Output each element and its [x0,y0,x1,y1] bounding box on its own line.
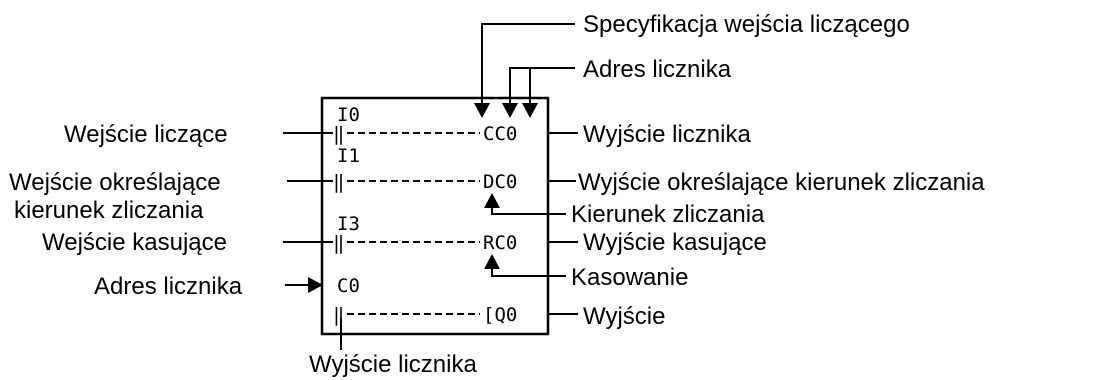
leader-counter-address-a [509,67,575,103]
leader-reset [491,268,566,277]
label-direction-input-line2: kierunek zliczania [14,197,204,224]
row2-contact-symbol: ‖ [333,171,344,193]
label-counting-input: Wejście liczące [64,121,228,148]
leader-count-input-spec [481,23,575,103]
ladder-display-frame [320,96,550,336]
arrowhead-reset [484,254,500,269]
arrowhead-counter-address-b [522,103,538,118]
row3-input-address: I3 [337,213,360,235]
label-counter-address-left: Adres licznika [94,273,243,300]
row4-output-coil: [Q0 [483,304,517,326]
row1-input-address: I0 [337,104,360,126]
row2-coil: DC0 [483,171,517,193]
row1-contact-symbol: ‖ [333,123,344,145]
row3-coil: RC0 [483,232,517,254]
label-counter-output: Wyjście licznika [583,121,751,148]
arrowhead-counting-direction [484,193,500,208]
row2-input-address: I1 [337,145,360,167]
label-counting-direction: Kierunek zliczania [571,201,765,228]
label-direction-input-line1: Wejście określające [9,169,221,196]
row3-contact-symbol: ‖ [333,232,344,254]
label-counter-output-bottom: Wyjście licznika [309,351,477,378]
label-count-input-spec: Specyfikacja wejścia liczącego [583,11,910,38]
label-reset: Kasowanie [571,264,688,291]
label-reset-output: Wyjście kasujące [583,229,767,256]
arrowhead-count-input-spec [474,103,490,118]
arrowhead-counter-address-a [502,103,518,118]
label-output: Wyjście [583,303,665,330]
row4-contact-symbol: ‖ [333,304,344,326]
row4-counter-contact: C0 [337,275,360,297]
row1-coil: CC0 [483,123,517,145]
label-counter-address-top: Adres licznika [583,56,732,83]
label-reset-input: Wejście kasujące [42,229,227,256]
leader-counting-direction [491,207,566,215]
label-direction-output: Wyjście określające kierunek zliczania [578,169,985,196]
arrowhead-counter-address-left [308,277,323,293]
